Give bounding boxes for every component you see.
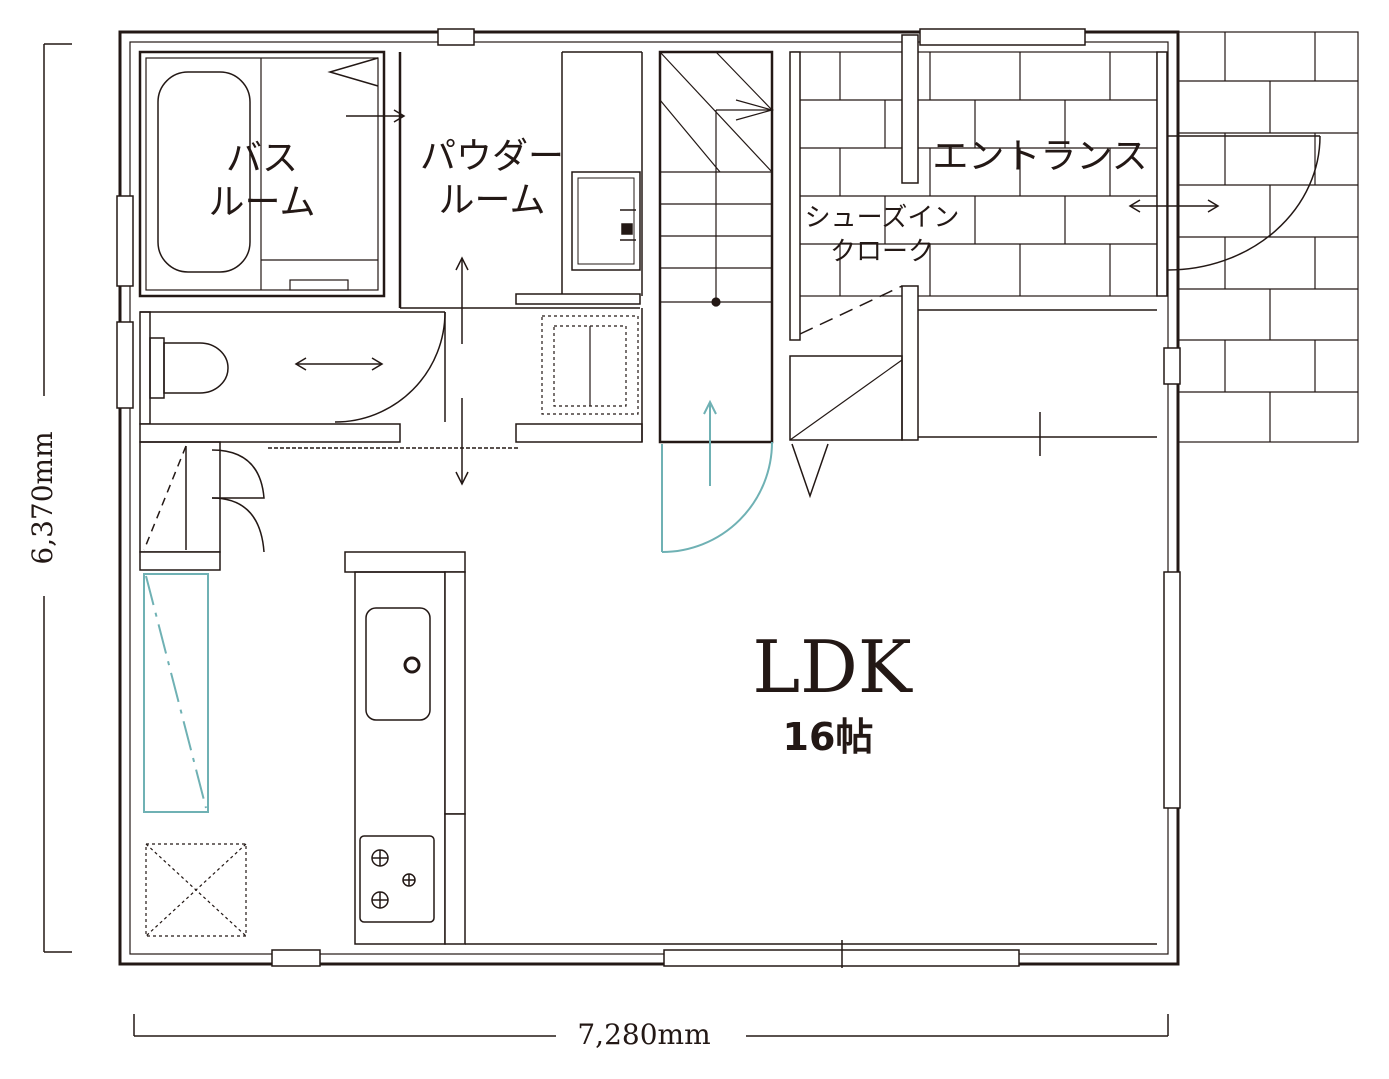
dimension-lines [43,43,1169,1037]
porch-tiles [1177,31,1359,443]
vanity [571,171,641,271]
bath-label-2: ルーム [209,182,316,223]
fridge-space [145,843,247,937]
interior-walls [138,34,1168,945]
ldk-door [661,399,773,553]
ldk-size-label: 16帖 [783,715,874,759]
powder-label-1: パウダー [420,136,564,177]
width-dimension: 7,280mm [577,1018,710,1051]
bathtub [157,71,251,273]
storage-unit [143,573,209,813]
doors [143,57,1321,553]
ldk-label: LDK [752,625,913,709]
toilet [149,337,229,399]
stove [359,835,435,923]
stairs [659,51,775,307]
outer-walls [118,30,1180,966]
entrance-tiles [791,51,1158,297]
bath-label-1: バス [226,138,298,179]
height-dimension: 6,370mm [26,431,59,564]
powder-label-2: ルーム [439,180,546,221]
shoes-label-2: クローク [830,237,934,267]
washing-machine [541,315,639,415]
shoes-label-1: シューズイン [805,203,960,233]
windows [116,28,1181,967]
kitchen-sink [365,607,431,721]
entrance-label: エントランス [932,136,1147,177]
